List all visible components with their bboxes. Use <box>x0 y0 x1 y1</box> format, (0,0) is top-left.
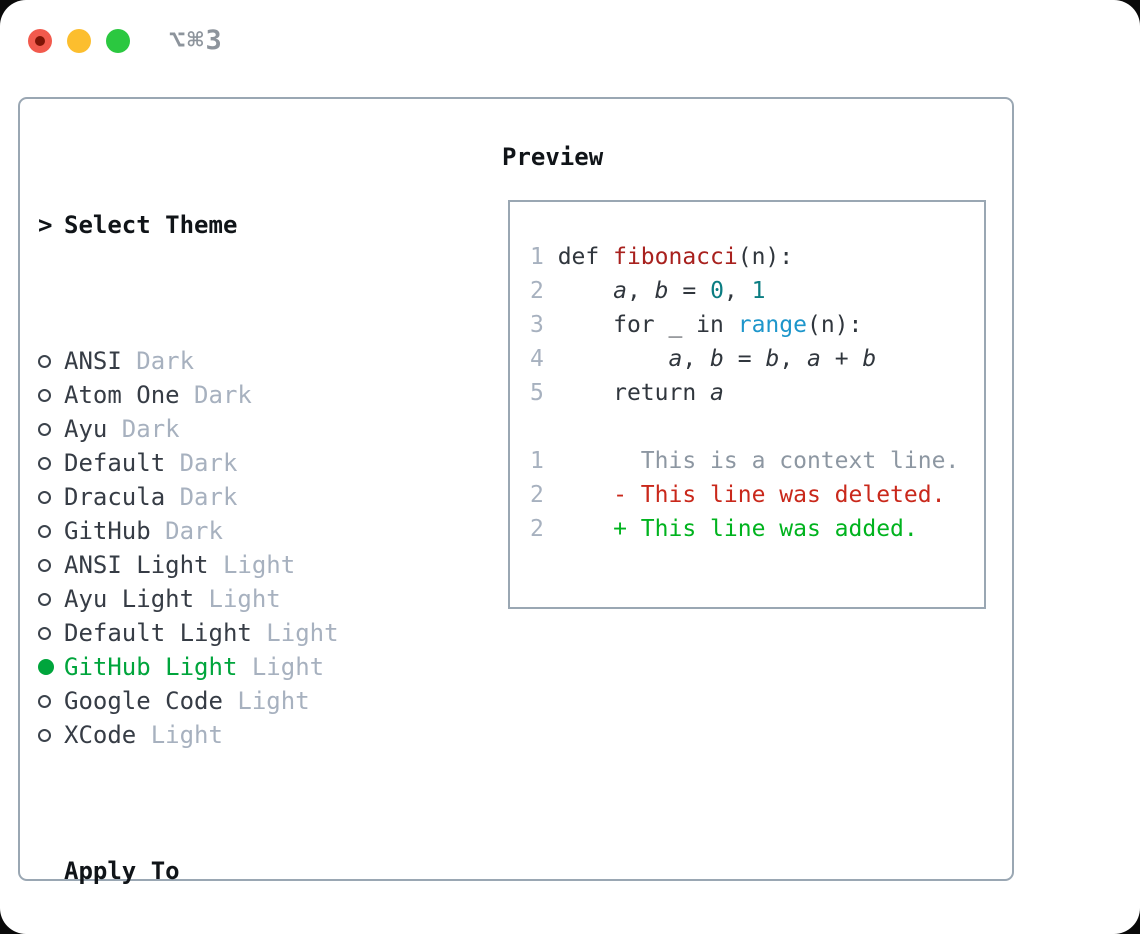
theme-name: Ayu Light <box>64 585 195 613</box>
radio-icon[interactable] <box>38 354 51 368</box>
theme-variant-badge: Light <box>136 721 223 749</box>
theme-option[interactable]: Ayu Dark <box>38 412 443 446</box>
theme-name: GitHub Light <box>64 653 238 681</box>
theme-name: ANSI Light <box>64 551 209 579</box>
theme-name: GitHub <box>64 517 151 545</box>
theme-option[interactable]: Default Light Light <box>38 616 443 650</box>
preview-pane: 1 def fibonacci(n): 2 a, b = 0, 1 3 for _ … <box>508 200 986 609</box>
theme-variant-badge: Dark <box>107 415 180 443</box>
radio-icon[interactable] <box>38 592 51 606</box>
theme-option[interactable]: ANSI Dark <box>38 344 443 378</box>
theme-name: ANSI <box>64 347 122 375</box>
theme-variant-badge: Light <box>208 551 296 579</box>
radio-icon[interactable] <box>38 728 51 742</box>
theme-option[interactable]: ANSI Light Light <box>38 548 443 582</box>
theme-option[interactable]: Default Dark <box>38 446 443 480</box>
radio-icon[interactable] <box>38 626 51 640</box>
theme-option[interactable]: GitHub Light Light <box>38 650 443 684</box>
preview-line: 1 def fibonacci(n): <box>530 244 794 270</box>
preview-line: 5 return a <box>530 380 724 406</box>
theme-option[interactable]: GitHub Dark <box>38 514 443 548</box>
theme-option[interactable]: XCode Light <box>38 718 443 752</box>
preview-line: 2 - This line was deleted. <box>530 482 946 508</box>
radio-icon[interactable] <box>38 490 51 504</box>
theme-name: Atom One <box>64 381 180 409</box>
theme-variant-badge: Light <box>222 687 310 715</box>
theme-name: Dracula <box>64 483 166 511</box>
radio-icon[interactable] <box>38 456 51 470</box>
apply-to-title: Apply To <box>64 857 180 885</box>
preview-line: 4 a, b = b, a + b <box>530 346 877 372</box>
theme-option[interactable]: Google Code Light <box>38 684 443 718</box>
radio-selected-icon[interactable] <box>38 659 54 675</box>
theme-variant-badge: Light <box>237 653 325 681</box>
radio-icon[interactable] <box>38 524 51 538</box>
preview-line <box>530 410 984 444</box>
theme-variant-badge: Dark <box>150 517 223 545</box>
theme-variant-badge: Dark <box>179 381 252 409</box>
theme-variant-badge: Dark <box>121 347 195 375</box>
radio-icon[interactable] <box>38 422 51 436</box>
minimize-button-icon[interactable] <box>67 28 91 53</box>
preview-title: Preview <box>502 143 604 171</box>
theme-variant-badge: Dark <box>165 449 238 477</box>
theme-name: Google Code <box>64 687 223 715</box>
apply-to-header: Apply To <box>38 854 443 888</box>
theme-variant-badge: Light <box>194 585 281 613</box>
theme-option[interactable]: Atom One Dark <box>38 378 443 412</box>
radio-icon[interactable] <box>38 694 51 708</box>
preview-line: 2 + This line was added. <box>530 516 918 542</box>
preview-line: 1 This is a context line. <box>530 448 960 474</box>
close-button-icon[interactable] <box>28 28 52 53</box>
theme-name: Ayu <box>64 415 108 443</box>
select-theme-title: Select Theme <box>64 211 238 239</box>
theme-name: XCode <box>64 721 137 749</box>
theme-variant-badge: Dark <box>165 483 238 511</box>
theme-option[interactable]: Ayu Light Light <box>38 582 443 616</box>
radio-icon[interactable] <box>38 558 51 572</box>
titlebar: ⌥⌘3 <box>28 25 224 56</box>
theme-name: Default Light <box>64 619 252 647</box>
preview-line: 3 for _ in range(n): <box>530 312 863 338</box>
select-theme-header: > Select Theme <box>38 208 443 242</box>
window-title: ⌥⌘3 <box>169 25 224 56</box>
theme-name: Default <box>64 449 166 477</box>
theme-variant-badge: Light <box>251 619 339 647</box>
theme-option[interactable]: Dracula Dark <box>38 480 443 514</box>
zoom-button-icon[interactable] <box>106 28 130 53</box>
cursor-caret-icon: > <box>38 211 53 239</box>
preview-line: 2 a, b = 0, 1 <box>530 278 766 304</box>
radio-icon[interactable] <box>38 388 51 402</box>
